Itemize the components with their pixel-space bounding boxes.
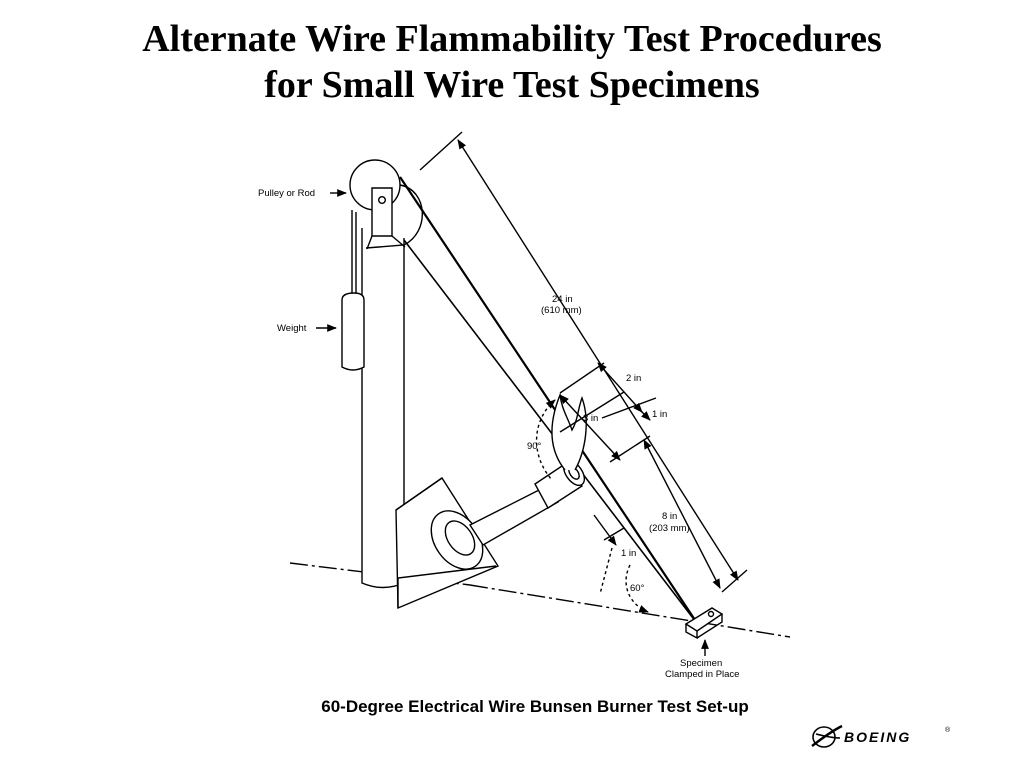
specimen-clamp xyxy=(684,607,724,632)
burner-flame xyxy=(551,392,587,471)
label-specimen-clamped: Clamped in Place xyxy=(665,669,739,680)
label-dim-24in-mm: (610 mm) xyxy=(541,305,582,316)
label-angle-90: 90° xyxy=(527,441,542,452)
label-specimen: Specimen xyxy=(680,658,722,669)
diagram-caption: 60-Degree Electrical Wire Bunsen Burner … xyxy=(321,697,749,716)
ground-line-right xyxy=(469,584,791,638)
label-dim-2in: 2 in xyxy=(626,373,641,384)
pulley-bracket xyxy=(371,187,393,237)
label-dim-1in-top: 1 in xyxy=(652,409,667,420)
label-weight: Weight xyxy=(277,323,307,334)
title-line-1: Alternate Wire Flammability Test Procedu… xyxy=(142,18,882,60)
label-pulley: Pulley or Rod xyxy=(258,188,315,199)
weight-block xyxy=(341,292,365,371)
boeing-logo: BOEING ® xyxy=(808,720,958,759)
label-dim-24in: 24 in xyxy=(552,294,573,305)
label-angle-60: 60° xyxy=(630,583,645,594)
label-dim-3in: 3 in xyxy=(583,413,598,424)
registered-mark: ® xyxy=(945,726,951,734)
slide-title: Alternate Wire Flammability Test Procedu… xyxy=(0,16,1024,108)
label-dim-8in: 8 in xyxy=(662,511,677,522)
test-setup-diagram: Pulley or Rod Weight 24 in (610 mm) 2 in… xyxy=(258,131,791,680)
label-dim-8in-mm: (203 mm) xyxy=(649,523,690,534)
boeing-logo-icon xyxy=(811,724,843,748)
label-dim-1in-bottom: 1 in xyxy=(621,548,636,559)
title-line-2: for Small Wire Test Specimens xyxy=(264,64,760,106)
pulley-pin xyxy=(378,195,387,204)
boeing-logo-text: BOEING xyxy=(844,729,911,745)
